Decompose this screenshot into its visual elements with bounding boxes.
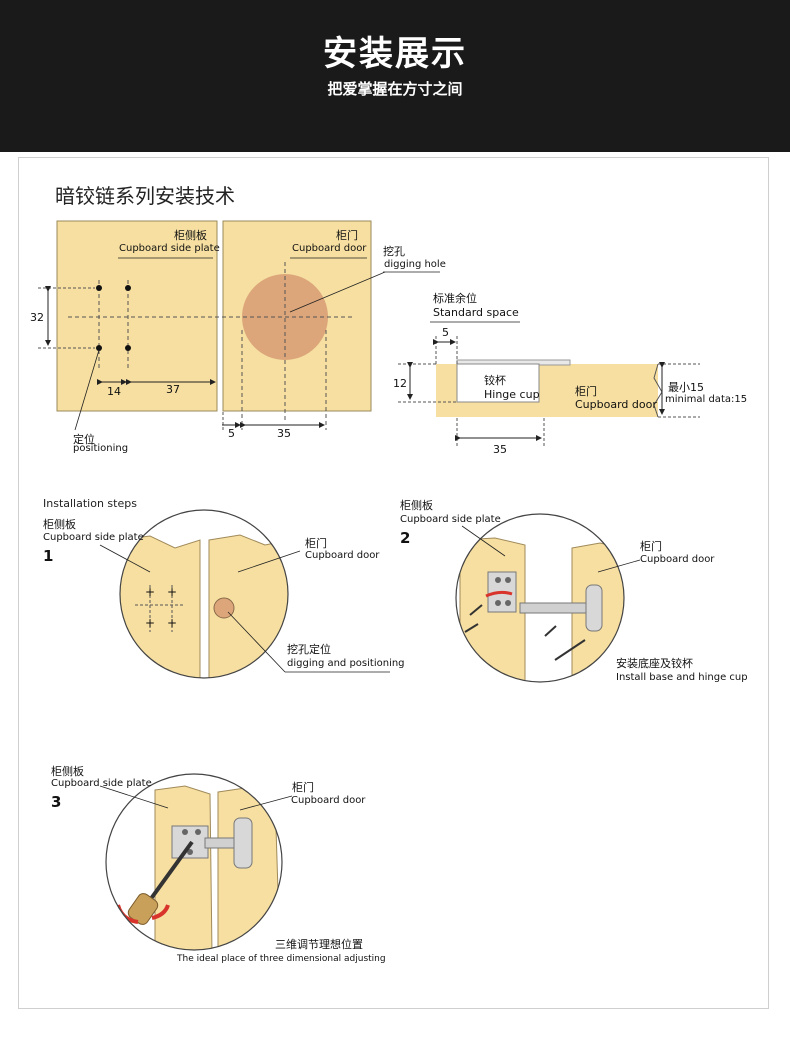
hole-label-cn: 挖孔	[383, 245, 405, 258]
positioning-label-cn: 定位	[73, 433, 95, 446]
svg-text:+: +	[167, 616, 177, 630]
side-door-label-en: Cupboard door	[575, 398, 657, 411]
dim-37: 37	[166, 383, 180, 396]
min-label-en: minimal data:15	[665, 394, 748, 405]
step3-door-en: Cupboard door	[291, 795, 366, 806]
step1-zoom: + + + +	[120, 510, 288, 678]
step1-side-en: Cupboard side plate	[43, 532, 144, 543]
step2-zoom	[456, 514, 624, 682]
header-subtitle: 把爱掌握在方寸之间	[327, 80, 463, 98]
hole-label-en: digging hole	[384, 259, 446, 270]
svg-text:+: +	[145, 616, 155, 630]
step3-side-cn: 柜侧板	[51, 765, 84, 778]
step3-adjust-en: The ideal place of three dimensional adj…	[177, 954, 386, 964]
step3-number: 3	[51, 793, 62, 811]
screw-point	[125, 285, 131, 291]
step3-zoom	[106, 774, 282, 950]
standard-space-en: Standard space	[433, 306, 519, 319]
side-plate-label-cn: 柜侧板	[174, 229, 207, 242]
dim-5: 5	[228, 427, 235, 440]
step2-door-en: Cupboard door	[640, 554, 715, 565]
step2-install-cn: 安装底座及铰杯	[616, 657, 693, 670]
hinge-cup-label-cn: 铰杯	[484, 374, 506, 387]
step1-door-cn: 柜门	[305, 537, 327, 550]
step2-install-en: Install base and hinge cup	[616, 672, 748, 683]
step2-side-en: Cupboard side plate	[400, 514, 501, 525]
hinge-cup-label-en: Hinge cup	[484, 388, 540, 401]
step1-side-cn: 柜侧板	[43, 518, 76, 531]
side-plate-label-en: Cupboard side plate	[119, 243, 220, 254]
step1-number: 1	[43, 547, 54, 565]
door-label-en: Cupboard door	[292, 243, 367, 254]
dim-side-12: 12	[393, 377, 407, 390]
dim-side-5: 5	[442, 326, 449, 339]
header-banner: 安装展示 把爱掌握在方寸之间	[0, 0, 790, 152]
step1-dig-en: digging and positioning	[287, 658, 405, 669]
header-title: 安装展示	[323, 34, 467, 74]
installation-steps-heading: Installation steps	[43, 497, 137, 510]
step3-adjust-cn: 三维调节理想位置	[275, 938, 363, 951]
step2-side-cn: 柜侧板	[400, 499, 433, 512]
screw-point	[125, 345, 131, 351]
step2-door-cn: 柜门	[640, 540, 662, 553]
positioning-label-en: positioning	[73, 443, 129, 454]
door-label-cn: 柜门	[336, 229, 358, 242]
standard-space-cn: 标准余位	[433, 292, 477, 305]
dim-side-35: 35	[493, 443, 507, 456]
dim-14: 14	[107, 385, 121, 398]
step3-door-cn: 柜门	[292, 781, 314, 794]
screw-point	[96, 345, 102, 351]
dim-35: 35	[277, 427, 291, 440]
dim-32: 32	[30, 311, 44, 324]
hinge-cup-section	[456, 363, 540, 403]
step3-side-en: Cupboard side plate	[51, 778, 152, 789]
step1-dig-cn: 挖孔定位	[287, 643, 331, 656]
step1-door-en: Cupboard door	[305, 550, 380, 561]
section-title: 暗铰链系列安装技术	[55, 184, 235, 208]
svg-text:+: +	[167, 585, 177, 599]
svg-text:+: +	[145, 585, 155, 599]
screw-point	[96, 285, 102, 291]
min-label-cn: 最小15	[668, 381, 704, 394]
side-door-label-cn: 柜门	[575, 385, 597, 398]
step2-number: 2	[400, 529, 411, 547]
